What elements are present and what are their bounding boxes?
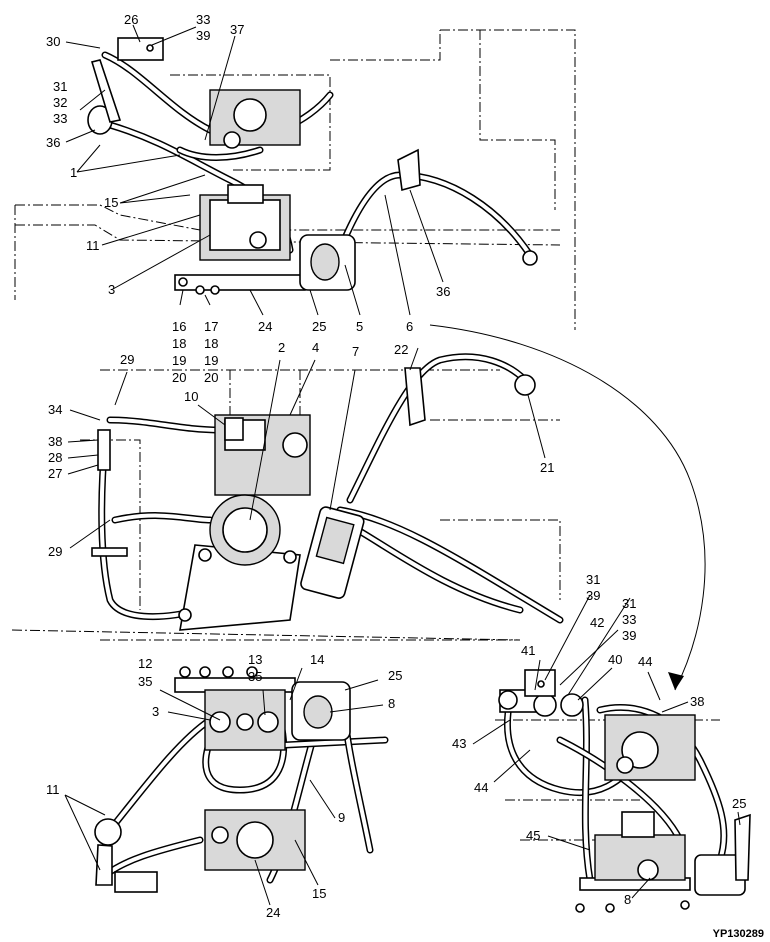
callout-label: 27: [48, 466, 62, 481]
callout-label: 24: [266, 905, 280, 920]
callout-label: 32: [53, 95, 67, 110]
callout-label: 1: [70, 165, 77, 180]
callout-label: 13: [248, 652, 262, 667]
callout-label: 8: [388, 696, 395, 711]
callout-label: 3: [108, 282, 115, 297]
callout-label: 6: [406, 319, 413, 334]
callout-label: 22: [394, 342, 408, 357]
callout-label: 10: [184, 389, 198, 404]
callout-label: 29: [48, 544, 62, 559]
callout-label: 30: [46, 34, 60, 49]
callout-label: 20: [172, 370, 186, 385]
callout-label: 7: [352, 344, 359, 359]
callout-label: 39: [196, 28, 210, 43]
callout-label: 17: [204, 319, 218, 334]
callout-label: 35: [248, 669, 262, 684]
callout-label: 39: [586, 588, 600, 603]
callout-label: 26: [124, 12, 138, 27]
callout-label: 33: [53, 111, 67, 126]
callout-label: 40: [608, 652, 622, 667]
callout-label: 45: [526, 828, 540, 843]
callout-label: 12: [138, 656, 152, 671]
callout-label: 42: [590, 615, 604, 630]
callout-label: 9: [338, 810, 345, 825]
callout-label: 25: [312, 319, 326, 334]
top-view-callouts: 26 33 39 30 37 31 32 33 36 1 15 11 3 24 …: [46, 12, 450, 385]
callout-label: 34: [48, 402, 62, 417]
callout-label: 29: [120, 352, 134, 367]
callout-label: 33: [622, 612, 636, 627]
callout-label: 15: [312, 886, 326, 901]
callout-label: 35: [138, 674, 152, 689]
callout-label: 31: [622, 596, 636, 611]
callout-label: 25: [388, 668, 402, 683]
bottom-left-view-callouts: 12 35 13 35 14 25 3 8 11 9 24 15: [46, 652, 402, 920]
callout-label: 31: [53, 79, 67, 94]
bottom-right-view-drawing: [495, 669, 751, 913]
callout-label: 21: [540, 460, 554, 475]
callout-label: 2: [278, 340, 285, 355]
callout-label: 20: [204, 370, 218, 385]
callout-label: 41: [521, 643, 535, 658]
callout-label: 16: [172, 319, 186, 334]
callout-label: 25: [732, 796, 746, 811]
callout-label: 36: [436, 284, 450, 299]
callout-leaders: [64, 24, 741, 906]
callout-label: 44: [638, 654, 652, 669]
callout-label: 38: [48, 434, 62, 449]
callout-label: 33: [196, 12, 210, 27]
callout-label: 18: [204, 336, 218, 351]
callout-label: 37: [230, 22, 244, 37]
bottom-left-view-drawing: [94, 666, 389, 893]
middle-view-callouts: 2 4 7 22 29 34 10 38 28 27 21 29: [48, 340, 554, 559]
middle-view-drawing: [11, 324, 706, 691]
top-view-drawing: [14, 29, 576, 330]
callout-label: 39: [622, 628, 636, 643]
callout-label: 15: [104, 195, 118, 210]
callout-label: 11: [86, 238, 100, 253]
callout-label: 31: [586, 572, 600, 587]
callout-label: 3: [152, 704, 159, 719]
callout-label: 4: [312, 340, 319, 355]
callout-label: 5: [356, 319, 363, 334]
bottom-right-view-callouts: 31 39 31 33 39 42 41 40 44 38 43 44 45 2…: [452, 572, 746, 907]
callout-label: 11: [46, 782, 60, 797]
callout-label: 24: [258, 319, 272, 334]
callout-label: 19: [204, 353, 218, 368]
callout-label: 43: [452, 736, 466, 751]
callout-label: 28: [48, 450, 62, 465]
callout-label: 36: [46, 135, 60, 150]
callout-label: 19: [172, 353, 186, 368]
callout-label: 44: [474, 780, 488, 795]
callout-label: 38: [690, 694, 704, 709]
callout-label: 14: [310, 652, 324, 667]
callout-label: 8: [624, 892, 631, 907]
callout-label: 18: [172, 336, 186, 351]
figure-id: YP130289: [712, 928, 764, 940]
